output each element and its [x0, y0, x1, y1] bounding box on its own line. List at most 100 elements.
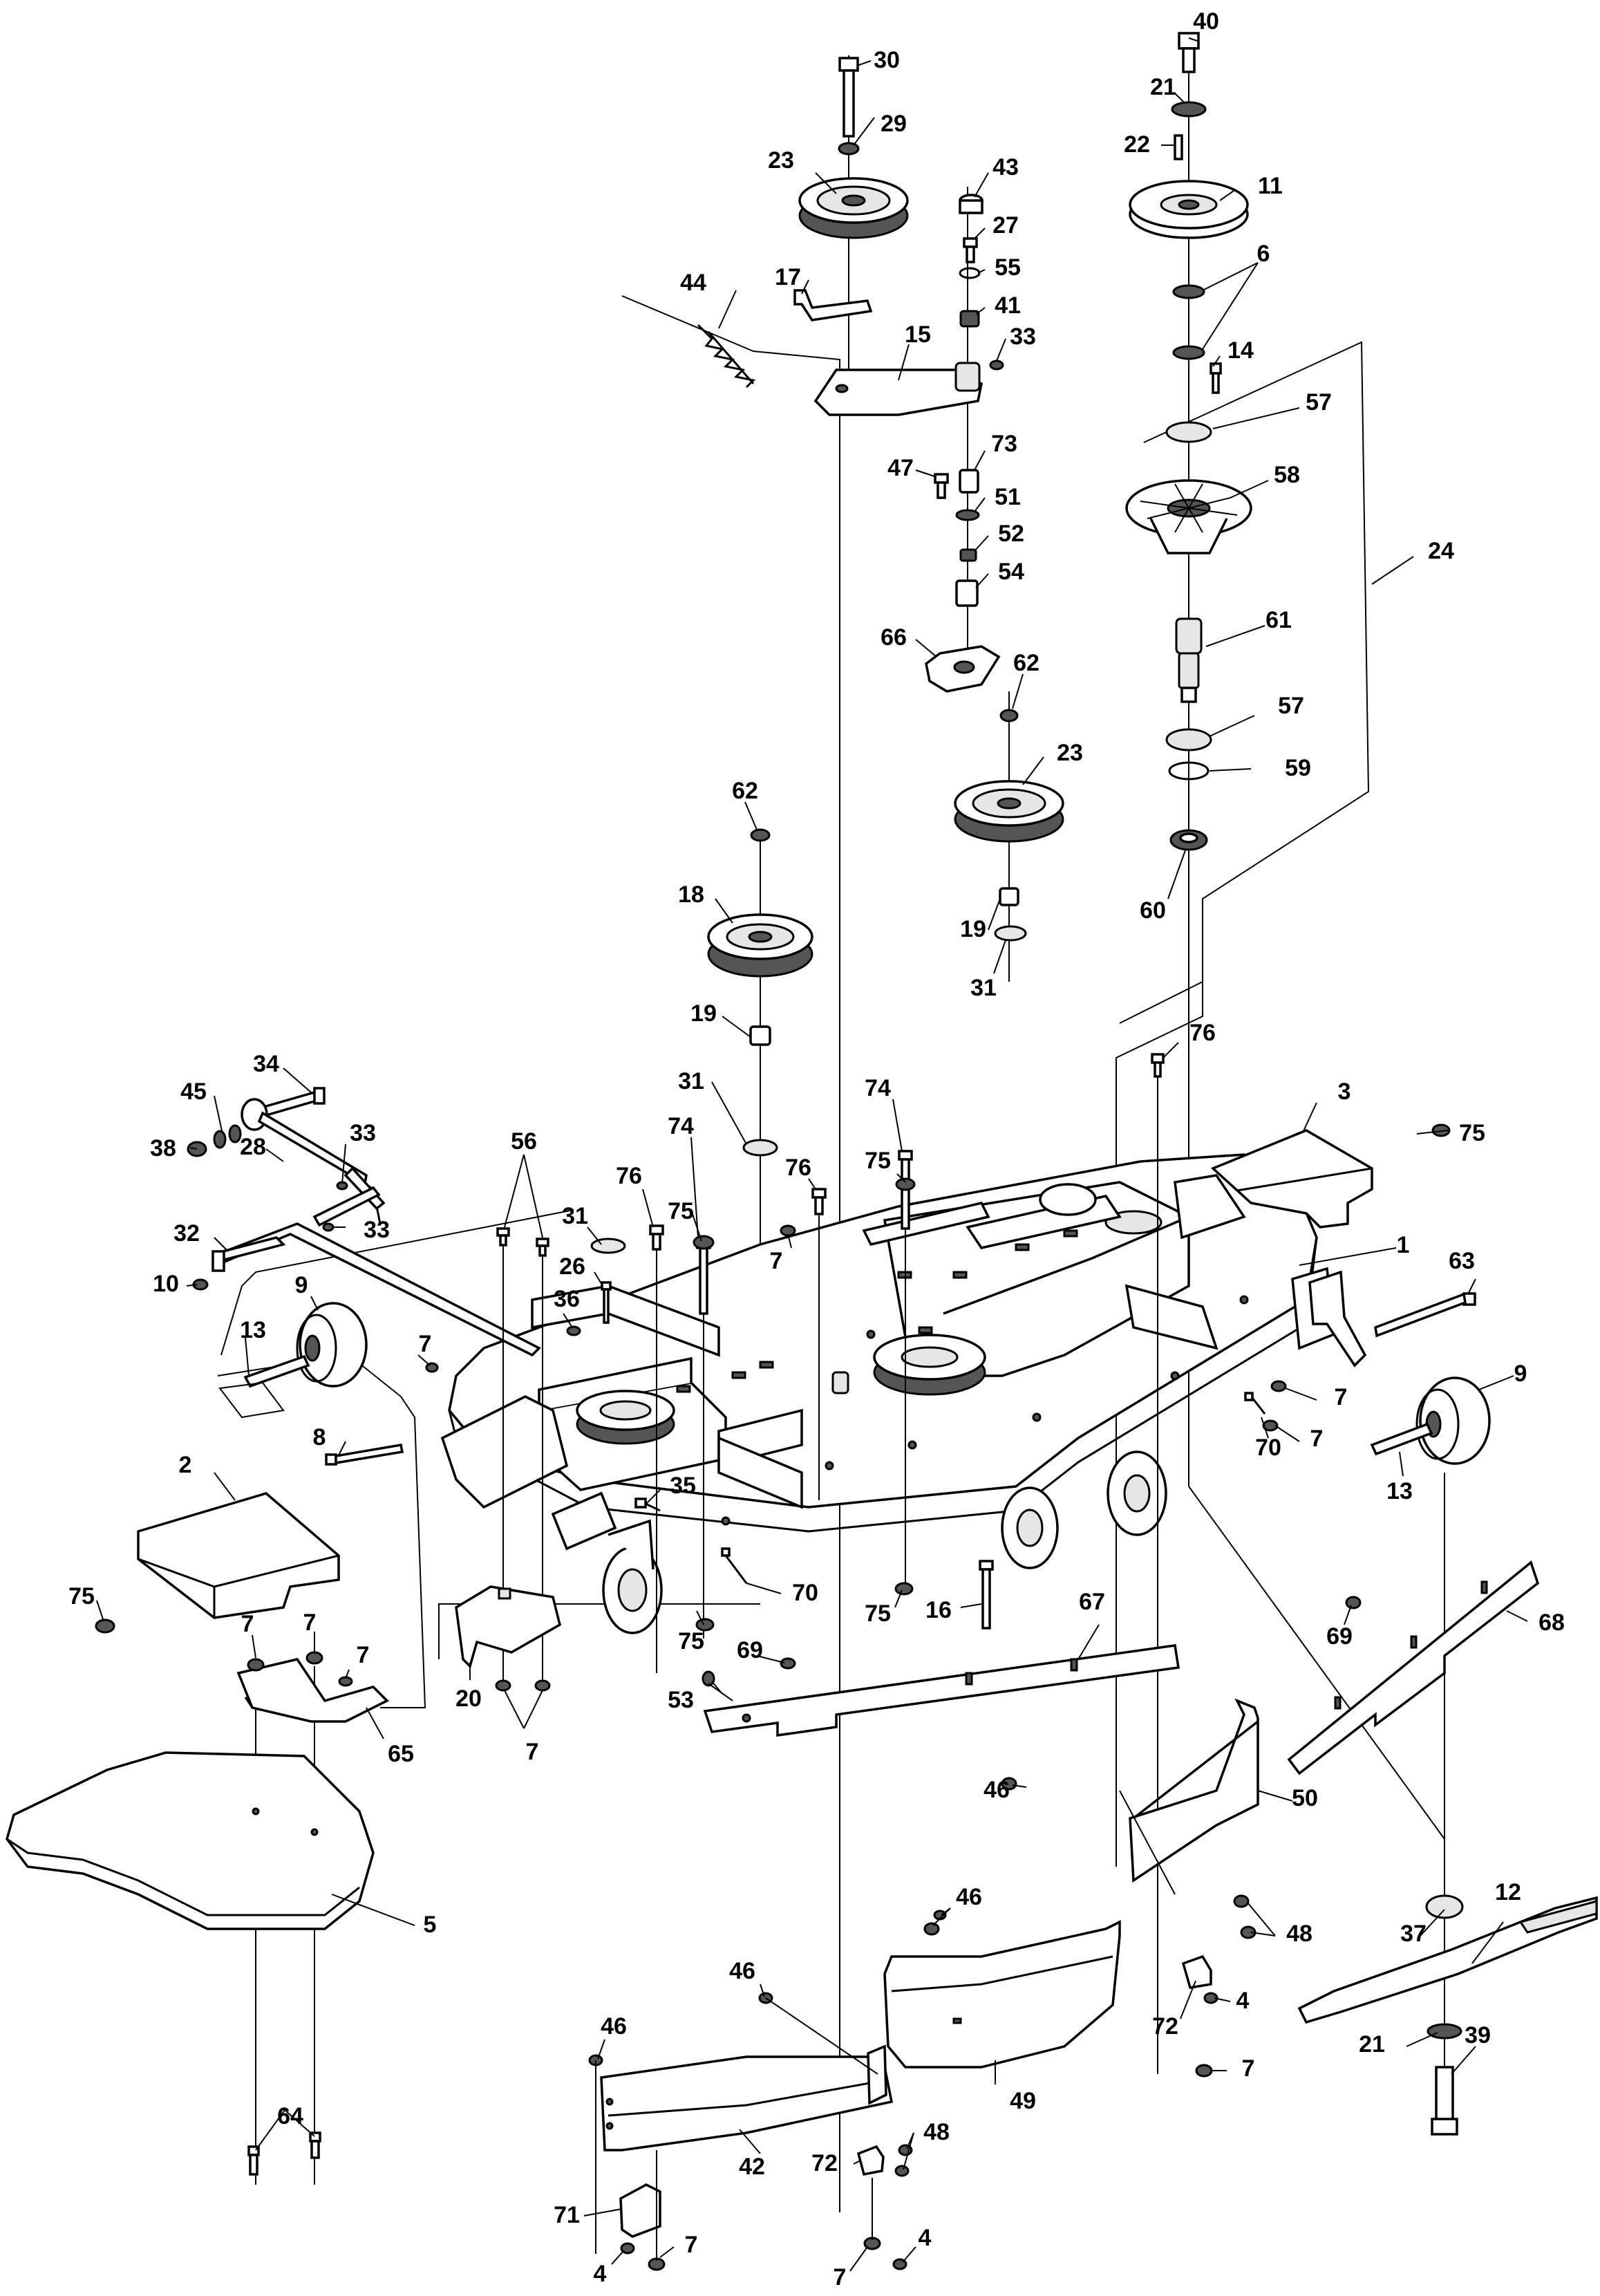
callout-55: 55 — [995, 254, 1021, 281]
bolt-76b-icon — [811, 1188, 827, 1215]
callout-30: 30 — [874, 47, 900, 73]
callout-37: 37 — [1400, 1921, 1427, 1947]
nut-62a-icon — [999, 709, 1019, 722]
pin-26-icon — [601, 1281, 612, 1324]
idler-stack — [697, 55, 1064, 982]
callout-4b: 4 — [594, 2261, 607, 2287]
baffles — [702, 1560, 1540, 1775]
callout-76a: 76 — [1189, 1020, 1216, 1046]
bracket-20-icon — [455, 1585, 562, 1669]
bolt-16-icon — [979, 1560, 994, 1630]
callout-61: 61 — [1265, 607, 1292, 633]
latch-plate-icon — [867, 2044, 887, 2105]
callout-7f: 7 — [241, 1611, 254, 1637]
callout-65: 65 — [388, 1741, 414, 1767]
skirt-50-icon — [1129, 1698, 1259, 1883]
washer-31c-icon — [590, 1238, 626, 1254]
bolt-63-icon — [1374, 1292, 1476, 1338]
callout-74a: 74 — [865, 1075, 891, 1101]
sleeve-54-icon — [955, 579, 979, 607]
callout-33a: 33 — [1010, 324, 1036, 350]
bolt-70b-icon — [721, 1547, 748, 1584]
cap-43-icon — [959, 194, 983, 214]
callout-69a: 69 — [737, 1637, 763, 1663]
nut-7f-icon — [305, 1651, 323, 1665]
callout-23a: 23 — [768, 147, 794, 174]
washer-45-icon — [213, 1130, 227, 1149]
callout-2: 2 — [179, 1452, 192, 1478]
callout-74b: 74 — [668, 1113, 694, 1139]
washer-51-icon — [955, 509, 980, 521]
spring-44-icon — [697, 324, 756, 389]
callout-53: 53 — [668, 1687, 694, 1713]
callout-70b: 70 — [792, 1580, 818, 1606]
cotter-33c-icon — [322, 1222, 335, 1232]
spindle-pulley-11-icon — [1129, 180, 1249, 239]
callout-44: 44 — [680, 270, 706, 296]
callout-18: 18 — [678, 881, 704, 908]
bolt-56a-icon — [496, 1227, 510, 1247]
callout-13b: 13 — [1386, 1478, 1413, 1504]
callout-60: 60 — [1140, 897, 1166, 924]
bracket-71-icon — [619, 2183, 661, 2238]
callout-75c: 75 — [668, 1198, 694, 1224]
bolt-14-icon — [1210, 362, 1222, 394]
hanger-bracket-left-icon — [440, 1395, 569, 1509]
right-spindle-leader — [1119, 899, 1203, 1024]
nut-53-icon — [702, 1670, 715, 1687]
deck-pulley-left-icon — [576, 1390, 675, 1445]
nut-33a-icon — [989, 360, 1004, 371]
bolt-46a-icon — [1001, 1777, 1017, 1791]
wheel-9a-icon — [296, 1302, 368, 1388]
rod-link-icon — [312, 1186, 381, 1227]
bolt-35-icon — [634, 1497, 661, 1512]
plate-66-icon — [925, 645, 1001, 693]
callout-46d: 46 — [601, 2013, 627, 2040]
bearing-57a-icon — [1165, 421, 1212, 443]
footrest-5-icon — [6, 1751, 375, 1930]
callout-68: 68 — [1538, 1609, 1565, 1636]
callout-27: 27 — [992, 212, 1019, 239]
blade-leader — [1188, 1486, 1445, 1840]
callout-42: 42 — [739, 2154, 765, 2180]
axle-13b-icon — [1370, 1422, 1433, 1456]
callout-62a: 62 — [1013, 650, 1039, 676]
callout-3: 3 — [1338, 1079, 1351, 1105]
bolt-46b-icon — [923, 1922, 940, 1936]
deck-hardware — [95, 1053, 1476, 2074]
nut-75f-icon — [695, 1618, 715, 1632]
idler-arm-hub-icon — [954, 362, 981, 392]
callout-66: 66 — [881, 624, 907, 651]
callout-48a: 48 — [1286, 1921, 1312, 1947]
nut-48b2-icon — [894, 2165, 910, 2177]
bolt-27-icon — [963, 237, 978, 263]
callout-38: 38 — [150, 1135, 176, 1161]
callout-12: 12 — [1495, 1879, 1521, 1905]
bracket-65-icon — [236, 1658, 389, 1723]
callout-54: 54 — [998, 559, 1024, 585]
link-28-icon — [241, 1098, 386, 1211]
callout-52: 52 — [998, 521, 1024, 547]
belt-cover-3-icon — [1210, 1129, 1373, 1229]
callout-71: 71 — [554, 2202, 580, 2228]
callout-33b: 33 — [350, 1120, 376, 1146]
bolt-64b-icon — [309, 2131, 321, 2159]
callout-7j: 7 — [685, 2232, 698, 2258]
callout-35: 35 — [670, 1473, 696, 1499]
nut-7c-icon — [1270, 1380, 1287, 1392]
idler-pulley-23b-icon — [954, 780, 1064, 843]
callout-1: 1 — [1397, 1232, 1410, 1258]
spindle-housing-58-icon — [1125, 479, 1252, 554]
axle-13a-icon — [218, 1354, 310, 1419]
callout-49: 49 — [1010, 2088, 1036, 2114]
callout-16: 16 — [925, 1597, 952, 1623]
mower-deck-1-icon — [219, 1105, 1335, 1634]
callout-7b: 7 — [419, 1331, 432, 1357]
blade-bolt-39-icon — [1431, 2066, 1458, 2136]
callout-labels: 40 21 22 11 6 14 57 58 24 61 57 59 60 30… — [68, 8, 1565, 2290]
bracket-72b-icon — [856, 2145, 885, 2176]
seal-60-icon — [1169, 829, 1208, 851]
wheels — [218, 1270, 1491, 1465]
spacer-73-icon — [959, 469, 979, 494]
footrest-boundary — [220, 1209, 574, 1356]
